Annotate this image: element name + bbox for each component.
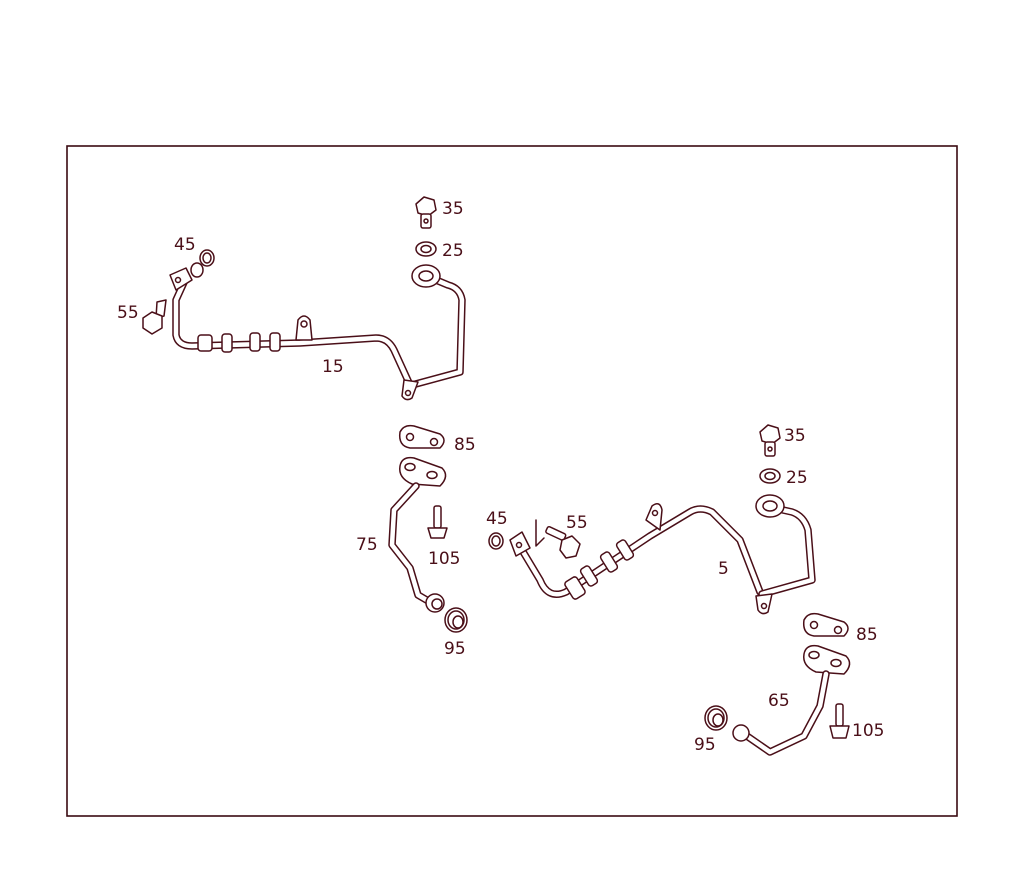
label-75: 75 — [356, 535, 378, 555]
stud-105-left — [427, 505, 448, 539]
label-55-upper: 55 — [117, 303, 139, 323]
bolt-55-upper — [142, 299, 167, 335]
label-45-upper: 45 — [174, 235, 196, 255]
label-85-left: 85 — [454, 435, 476, 455]
sealing-ring-25-lower — [759, 468, 781, 484]
sealing-ring-45-lower — [488, 532, 504, 550]
label-105-right: 105 — [852, 721, 884, 741]
label-105-left: 105 — [428, 549, 460, 569]
label-25-lower: 25 — [786, 468, 808, 488]
label-95-left: 95 — [444, 639, 466, 659]
label-35-lower: 35 — [784, 426, 806, 446]
label-25-upper: 25 — [442, 241, 464, 261]
label-55-lower: 55 — [566, 513, 588, 533]
stud-105-right — [829, 703, 850, 739]
label-45-lower: 45 — [486, 509, 508, 529]
label-35-upper: 35 — [442, 199, 464, 219]
sealing-ring-25-upper — [415, 241, 437, 257]
banjo-bolt-35-upper — [415, 196, 437, 229]
diagram-frame — [66, 145, 958, 817]
label-85-right: 85 — [856, 625, 878, 645]
return-line-75 — [388, 424, 447, 613]
label-5: 5 — [718, 559, 729, 579]
oil-line-15 — [169, 264, 466, 401]
label-95-right: 95 — [694, 735, 716, 755]
banjo-bolt-35-lower — [759, 424, 781, 457]
label-15: 15 — [322, 357, 344, 377]
grommet-95-left — [444, 607, 468, 633]
oil-line-5 — [509, 494, 816, 615]
sealing-ring-45-upper — [190, 249, 215, 278]
return-line-65 — [732, 612, 851, 756]
label-65: 65 — [768, 691, 790, 711]
grommet-95-right — [704, 705, 728, 731]
bolt-55-lower — [535, 519, 581, 559]
